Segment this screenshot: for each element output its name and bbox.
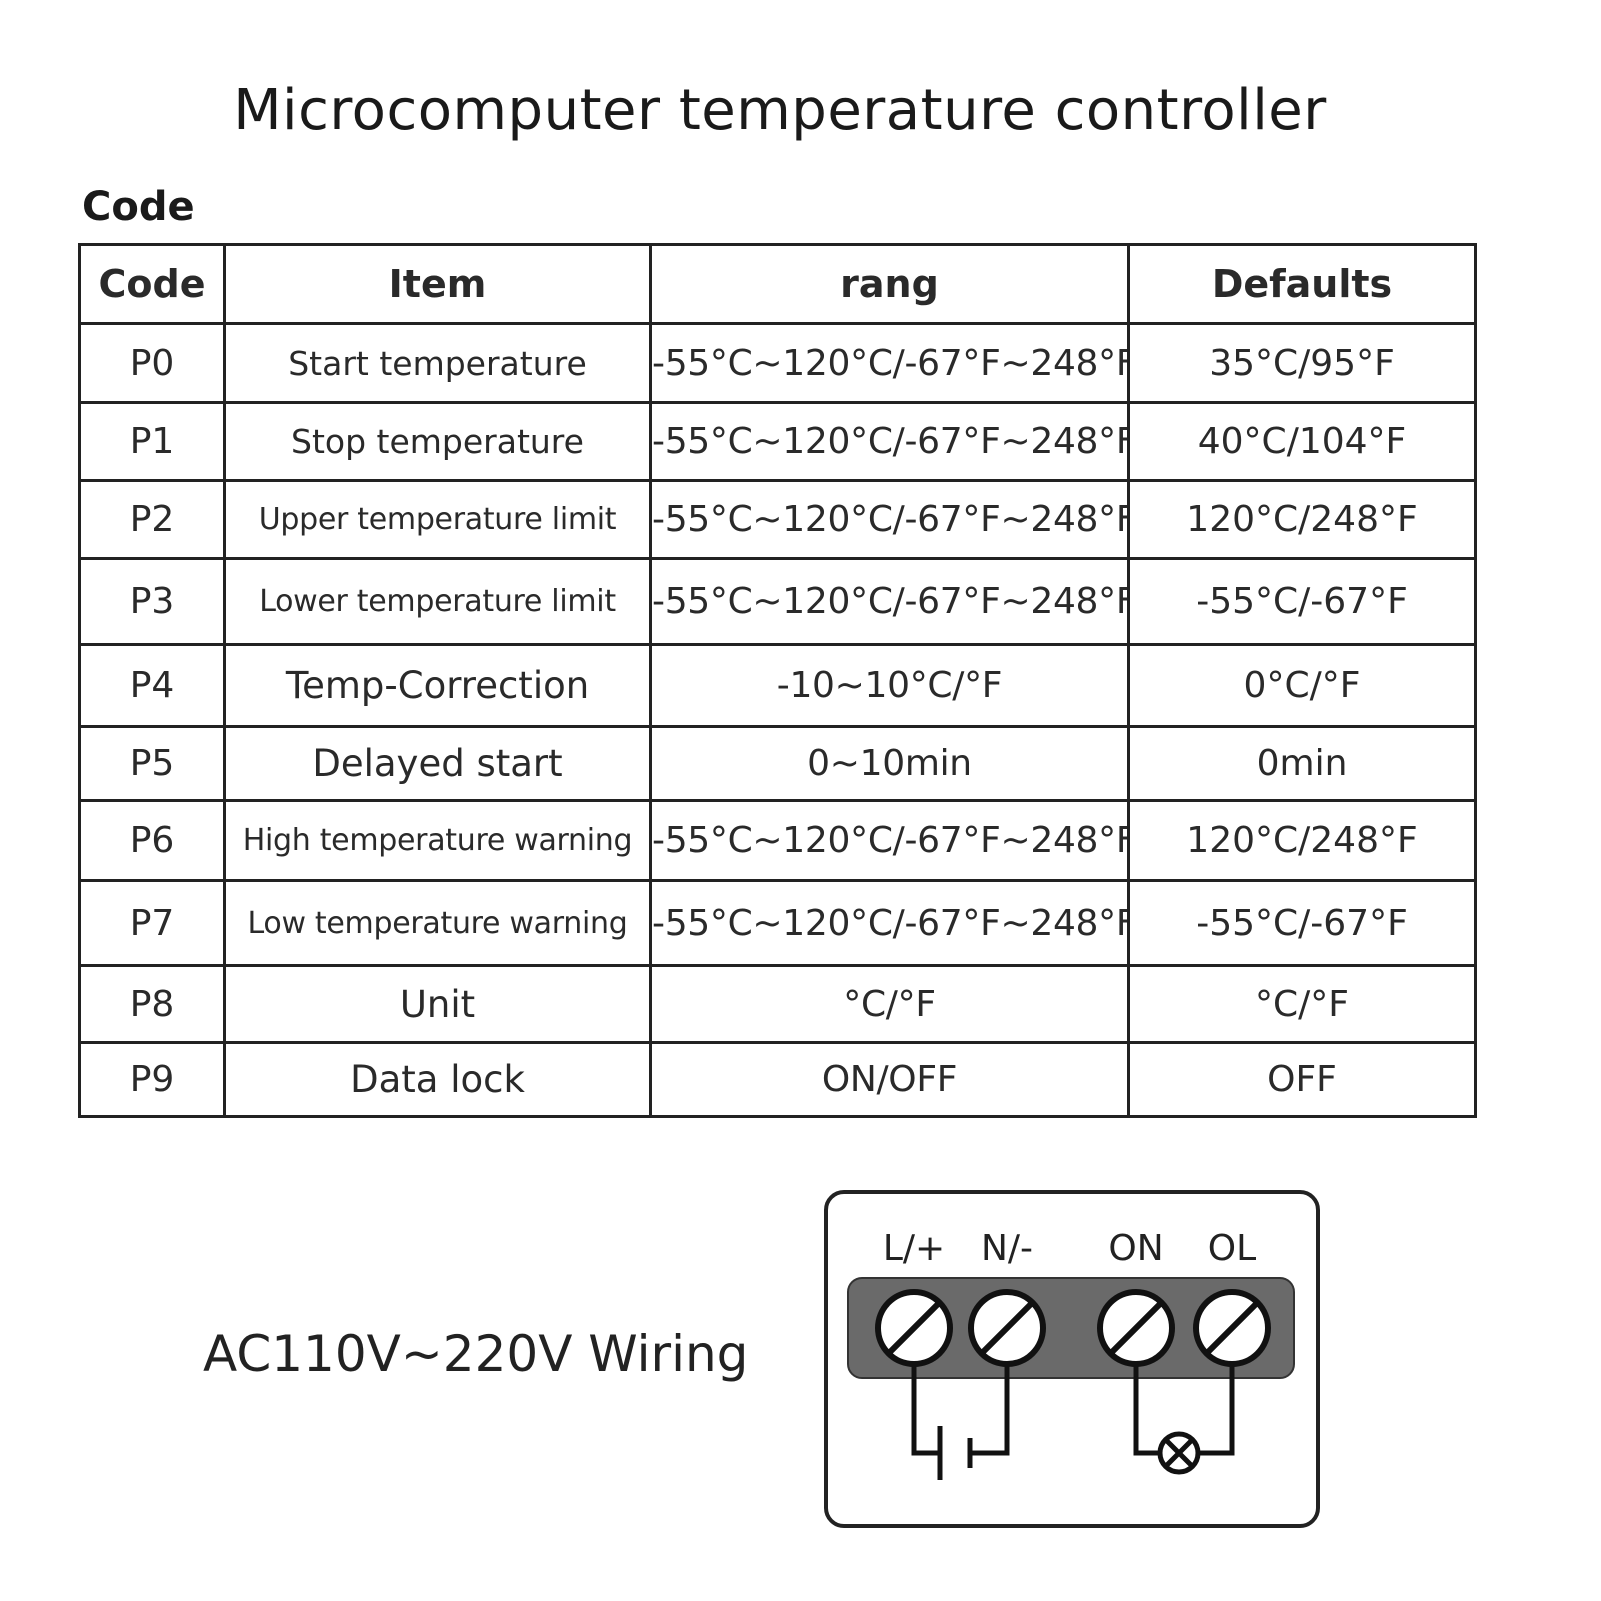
cell-code: P0 [78, 322, 226, 404]
cell-range: -55°C~120°C/-67°F~248°F [649, 879, 1130, 967]
column-header-code: Code [78, 243, 226, 325]
cell-range: 0~10min [649, 725, 1130, 802]
cell-default: 40°C/104°F [1127, 401, 1477, 482]
wiring-label: AC110V~220V Wiring [203, 1325, 749, 1383]
table-row: P1 Stop temperature -55°C~120°C/-67°F~24… [78, 401, 1477, 482]
page-title: Microcomputer temperature controller [233, 78, 1327, 143]
terminal-label-n: N/- [981, 1228, 1033, 1269]
cell-item: Low temperature warning [223, 879, 652, 967]
cell-default: 120°C/248°F [1127, 799, 1477, 882]
table-header-row: Code Item rang Defaults [78, 243, 1477, 325]
table-row: P2 Upper temperature limit -55°C~120°C/-… [78, 479, 1477, 560]
terminal-strip [847, 1277, 1295, 1379]
cell-item: Delayed start [223, 725, 652, 802]
cell-item: Lower temperature limit [223, 557, 652, 646]
lamp-icon [1133, 1364, 1235, 1475]
cell-code: P1 [78, 401, 226, 482]
table-row: P9 Data lock ON/OFF OFF [78, 1041, 1477, 1118]
screw-terminal-icon [1193, 1289, 1271, 1367]
cell-item: High temperature warning [223, 799, 652, 882]
cell-default: OFF [1127, 1041, 1477, 1118]
cell-range: -55°C~120°C/-67°F~248°F [649, 799, 1130, 882]
cell-code: P9 [78, 1041, 226, 1118]
terminal-label-on: ON [1108, 1228, 1163, 1269]
cell-range: ON/OFF [649, 1041, 1130, 1118]
column-header-range: rang [649, 243, 1130, 325]
table-row: P8 Unit °C/°F °C/°F [78, 964, 1477, 1044]
cell-range: -55°C~120°C/-67°F~248°F [649, 401, 1130, 482]
column-header-defaults: Defaults [1127, 243, 1477, 325]
table-row: P6 High temperature warning -55°C~120°C/… [78, 799, 1477, 882]
screw-terminal-icon [1097, 1289, 1175, 1367]
cell-item: Stop temperature [223, 401, 652, 482]
cell-code: P4 [78, 643, 226, 728]
table-row: P7 Low temperature warning -55°C~120°C/-… [78, 879, 1477, 967]
wiring-diagram: L/+ N/- ON OL [824, 1190, 1320, 1528]
section-heading: Code [82, 184, 195, 230]
cell-code: P6 [78, 799, 226, 882]
parameter-code-table: Code Item rang Defaults P0 Start tempera… [78, 243, 1477, 1118]
table-row: P0 Start temperature -55°C~120°C/-67°F~2… [78, 322, 1477, 404]
screw-terminal-icon [875, 1289, 953, 1367]
cell-default: 35°C/95°F [1127, 322, 1477, 404]
cell-code: P3 [78, 557, 226, 646]
cell-default: 0min [1127, 725, 1477, 802]
table-row: P3 Lower temperature limit -55°C~120°C/-… [78, 557, 1477, 646]
cell-default: 0°C/°F [1127, 643, 1477, 728]
cell-range: °C/°F [649, 964, 1130, 1044]
column-header-item: Item [223, 243, 652, 325]
cell-code: P2 [78, 479, 226, 560]
cell-item: Temp-Correction [223, 643, 652, 728]
cell-default: -55°C/-67°F [1127, 879, 1477, 967]
terminal-label-l: L/+ [883, 1228, 945, 1269]
cell-item: Start temperature [223, 322, 652, 404]
table-row: P5 Delayed start 0~10min 0min [78, 725, 1477, 802]
cell-code: P5 [78, 725, 226, 802]
cell-default: °C/°F [1127, 964, 1477, 1044]
terminal-label-ol: OL [1208, 1228, 1256, 1269]
cell-default: 120°C/248°F [1127, 479, 1477, 560]
cell-item: Upper temperature limit [223, 479, 652, 560]
cell-item: Unit [223, 964, 652, 1044]
screw-terminal-icon [968, 1289, 1046, 1367]
cell-range: -10~10°C/°F [649, 643, 1130, 728]
cell-range: -55°C~120°C/-67°F~248°F [649, 557, 1130, 646]
cell-range: -55°C~120°C/-67°F~248°F [649, 322, 1130, 404]
cell-range: -55°C~120°C/-67°F~248°F [649, 479, 1130, 560]
cell-code: P8 [78, 964, 226, 1044]
cell-item: Data lock [223, 1041, 652, 1118]
cell-code: P7 [78, 879, 226, 967]
power-source-icon [911, 1364, 1010, 1480]
cell-default: -55°C/-67°F [1127, 557, 1477, 646]
table-row: P4 Temp-Correction -10~10°C/°F 0°C/°F [78, 643, 1477, 728]
diagram-frame [824, 1190, 1320, 1528]
